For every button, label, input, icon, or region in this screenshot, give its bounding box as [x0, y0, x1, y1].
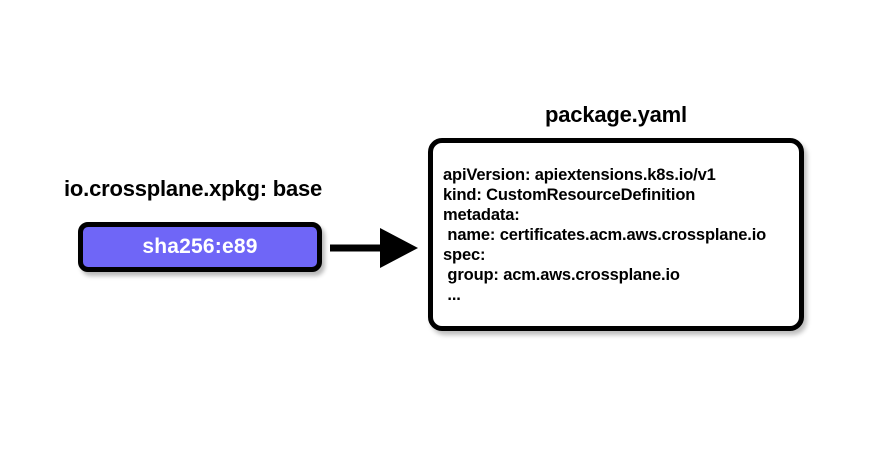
- package-yaml-title: package.yaml: [545, 102, 687, 127]
- yaml-line: group: acm.aws.crossplane.io: [443, 266, 680, 284]
- base-layer-box: sha256:e89: [78, 222, 322, 272]
- yaml-line: apiVersion: apiextensions.k8s.io/v1: [443, 166, 716, 184]
- yaml-line: metadata:: [443, 206, 520, 224]
- arrow-right-icon: [330, 228, 418, 268]
- xpkg-base-annotation-label: io.crossplane.xpkg: base: [64, 176, 323, 201]
- yaml-line: kind: CustomResourceDefinition: [443, 186, 696, 204]
- yaml-line: name: certificates.acm.aws.crossplane.io: [443, 226, 767, 244]
- package-yaml-card: apiVersion: apiextensions.k8s.io/v1 kind…: [428, 138, 804, 331]
- yaml-line: ...: [443, 286, 461, 304]
- layer-digest-label: sha256:e89: [142, 235, 258, 258]
- package-yaml-content: apiVersion: apiextensions.k8s.io/v1 kind…: [443, 165, 793, 305]
- yaml-line: spec:: [443, 246, 486, 264]
